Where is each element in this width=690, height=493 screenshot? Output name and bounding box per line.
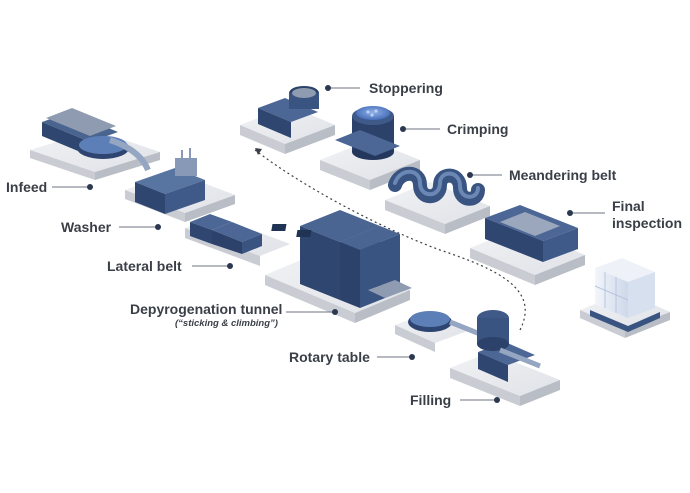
label-final-inspection-line2: inspection [612, 215, 683, 231]
stoppering-machine [240, 86, 335, 154]
label-lateral-belt: Lateral belt [107, 258, 182, 274]
label-stoppering: Stoppering [369, 80, 443, 96]
depyrogenation-tunnel-machine [265, 210, 412, 323]
leader-dots [87, 85, 573, 403]
label-depyrogenation-tunnel: Depyrogenation tunnel [130, 301, 283, 317]
infeed-machine [30, 108, 160, 180]
label-infeed: Infeed [6, 179, 48, 195]
leader-lines [52, 87, 605, 401]
rotary-table-machine [395, 311, 486, 352]
label-rotary-table: Rotary table [289, 349, 370, 365]
label-final-inspection-line1: Final [612, 198, 645, 214]
filling-machine [450, 310, 560, 406]
label-meandering-belt: Meandering belt [509, 167, 617, 183]
return-path [254, 149, 526, 331]
meandering-belt-machine [385, 166, 490, 234]
washer-machine [125, 148, 235, 222]
crimping-machine [320, 106, 420, 190]
label-washer: Washer [61, 219, 112, 235]
label-crimping: Crimping [447, 121, 509, 137]
pallet-boxes [580, 258, 670, 338]
label-depyrogenation-note: (“sticking & climbing”) [175, 318, 278, 329]
label-filling: Filling [410, 392, 452, 408]
lateral-belt-machine [185, 214, 290, 266]
return-path-arrowhead [255, 148, 262, 155]
final-inspection-machine [470, 205, 585, 285]
